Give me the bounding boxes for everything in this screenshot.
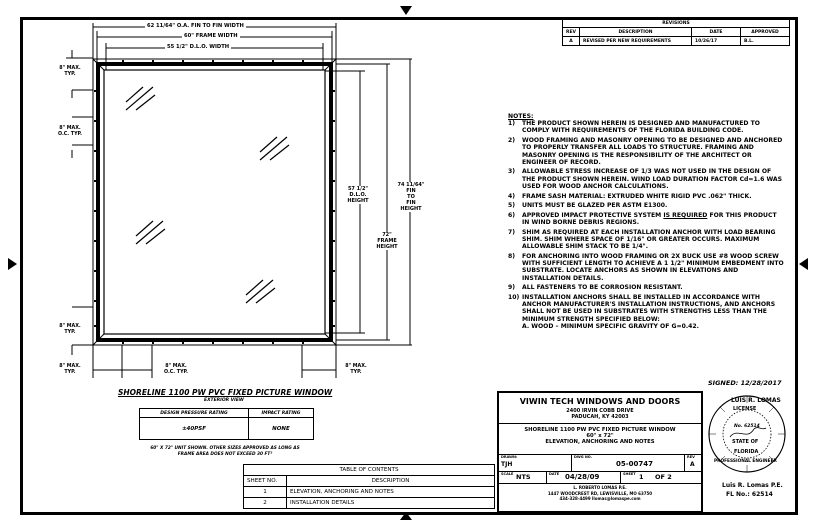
sheet-total: OF 2 [655, 473, 672, 481]
note-item: 9)ALL FASTENERS TO BE CORROSION RESISTAN… [508, 284, 683, 292]
product-name: SHORELINE 1100 PW PVC FIXED PICTURE WIND… [524, 427, 676, 433]
seal-license: LICENSE [733, 406, 757, 412]
drawing-subtitle: EXTERIOR VIEW [204, 398, 244, 403]
anchor-br-horiz-label: 8" MAX.TYP. [345, 364, 367, 375]
anchor-oc-left-label: 8" MAX.O.C. TYP. [57, 126, 82, 137]
engineer-seal-icon [708, 395, 786, 473]
seal-number: No. 62514 [734, 424, 760, 429]
size-note: 60" X 72" UNIT SHOWN. OTHER SIZES APPROV… [150, 446, 300, 457]
company-name: VIWIN TECH WINDOWS AND DOORS [519, 397, 681, 406]
revision-letter: A [690, 461, 695, 468]
note-item: 8)FOR ANCHORING INTO WOOD FRAMING OR 2X … [508, 252, 784, 282]
seal-name: LUIS R. LOMAS [731, 397, 781, 404]
table-of-contents: TABLE OF CONTENTS SHEET NO. DESCRIPTION … [243, 464, 495, 509]
toc-row: 1 ELEVATION, ANCHORING AND NOTES [243, 486, 495, 498]
revisions-title: REVISIONS [562, 18, 790, 28]
design-pressure-value: ±40PSF [139, 417, 249, 440]
dlo-height-label: 57 1/2"D.L.O.HEIGHT [340, 186, 376, 204]
note-item: 1)THE PRODUCT SHOWN HEREIN IS DESIGNED A… [508, 120, 760, 135]
note-item: 4)FRAME SASH MATERIAL: EXTRUDED WHITE RI… [508, 192, 752, 200]
impact-rating-value: NONE [247, 417, 315, 440]
engineer-registration: FL No.: 62514 [726, 491, 773, 498]
note-item: 10)INSTALLATION ANCHORS SHALL BE INSTALL… [508, 293, 776, 323]
seal-state: STATE OF [732, 439, 759, 445]
anchor-marks [94, 60, 335, 344]
sheet-title: ELEVATION, ANCHORING AND NOTES [545, 439, 655, 445]
note-item: 7)SHIM AS REQUIRED AT EACH INSTALLATION … [508, 228, 776, 251]
anchor-bl-horiz-label: 8" MAX.TYP. [59, 364, 81, 375]
toc-row: 2 INSTALLATION DETAILS [243, 497, 495, 509]
notes-heading: NOTES: [508, 113, 534, 120]
arrow-right-icon [8, 258, 17, 270]
sheet-number: 1 [639, 473, 644, 481]
note-item: 6)APPROVED IMPACT PROTECTIVE SYSTEM IS R… [508, 211, 777, 227]
note-item: 2)WOOD FRAMING AND MASONRY OPENING TO BE… [508, 137, 783, 166]
sheet-border [20, 17, 798, 515]
anchor-oc-bottom-label: 8" MAX.O.C. TYP. [163, 364, 188, 375]
revisions-table: REVISIONS REV DESCRIPTION DATE APPROVED … [561, 18, 790, 46]
scale-value: NTS [516, 473, 531, 481]
arrow-down-icon [400, 6, 412, 15]
window-elevation [66, 23, 412, 378]
product-size: 60" x 72" [586, 433, 614, 439]
note-item: 3)ALLOWABLE STRESS INCREASE OF 1/3 WAS N… [508, 168, 782, 190]
drawn-by: TJH [501, 461, 513, 468]
drawing-title: SHORELINE 1100 PW PVC FIXED PICTURE WIND… [118, 388, 333, 397]
signed-date: SIGNED: 12/28/2017 [708, 379, 782, 387]
toc-title: TABLE OF CONTENTS [243, 464, 495, 476]
engineer-name: Luis R. Lomas P.E. [722, 482, 783, 489]
arrow-up-icon [400, 512, 412, 520]
glass-reflection-icon [125, 86, 290, 304]
company-address-2: PADUCAH, KY 42003 [571, 414, 629, 420]
frame-width-label: 60" FRAME WIDTH [182, 33, 240, 40]
note-item: 5)UNITS MUST BE GLAZED PER ASTM E1300. [508, 202, 668, 210]
drawing-date: 04/28/09 [565, 473, 600, 481]
company-address-1: 2400 IRVIN COBB DRIVE [566, 408, 634, 414]
notes-section: NOTES: 1)THE PRODUCT SHOWN HEREIN IS DES… [508, 113, 786, 333]
arrow-left-icon [799, 258, 808, 270]
engineer-info: L. ROBERTO LOMAS P.E. 1447 WOODCREST RD,… [547, 485, 653, 501]
anchor-top-label: 8" MAX.TYP. [59, 66, 81, 77]
seal-florida: FLORIDA [734, 449, 759, 455]
drawing-number: 05-00747 [616, 460, 653, 468]
dlo-width-label: 55 1/2" D.L.O. WIDTH [165, 44, 232, 51]
anchor-bottom-left-label: 8" MAX.TYP. [59, 324, 81, 335]
note-item: A. WOOD – MINIMUM SPECIFIC GRAVITY OF G=… [522, 323, 699, 331]
seal-professional-engineer: PROFESSIONAL ENGINEER [714, 459, 777, 464]
title-block: VIWIN TECH WINDOWS AND DOORS 2400 IRVIN … [497, 391, 703, 513]
revision-row: A REVISED PER NEW REQUIREMENTS 10/26/17 … [561, 36, 790, 46]
fin-width-label: 62 11/64" O.A. FIN TO FIN WIDTH [145, 23, 246, 30]
